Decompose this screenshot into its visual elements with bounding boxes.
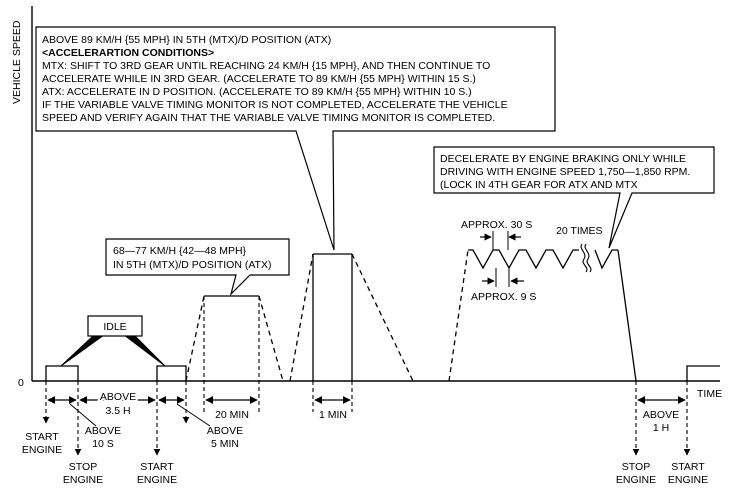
above-3-5h-label-1: ABOVE xyxy=(100,391,136,403)
repeat-accel-line xyxy=(448,249,469,382)
idle-segment-3 xyxy=(686,365,720,381)
twenty-times-label: 20 TIMES xyxy=(556,225,603,237)
stop-engine-2-line-1: STOP xyxy=(622,461,650,473)
above-5min-label-2: 5 MIN xyxy=(211,438,239,450)
repeat-zigzag-end xyxy=(594,249,618,270)
idle-segment-1 xyxy=(45,365,79,381)
above-1h-label-2: 1 H xyxy=(653,422,669,434)
idle-callout-wedges xyxy=(60,334,166,367)
y-axis-label: VEHICLE SPEED xyxy=(11,20,23,104)
start-engine-2-line-1: START xyxy=(140,461,174,473)
axes xyxy=(31,6,720,382)
duration-labels: ABOVE 3.5 H 20 MIN 1 MIN ABOVE 1 H ABOVE… xyxy=(85,389,679,450)
start-engine-1-line-2: ENGINE xyxy=(22,444,62,456)
stop-engine-1-line-2: ENGINE xyxy=(63,474,103,486)
high-accel-line xyxy=(289,253,314,382)
above-1h-label-1: ABOVE xyxy=(643,409,679,421)
mid-accel-line xyxy=(185,295,205,382)
top-callout-line-3: MTX: SHIFT TO 3RD GEAR UNTIL REACHING 24… xyxy=(42,60,490,72)
top-callout-box xyxy=(35,26,556,251)
x-axis-label: TIME xyxy=(697,388,722,400)
idle-callout-box xyxy=(87,315,143,337)
top-callout-line-4: ACCELERATE WHILE IN 3RD GEAR. (ACCELERAT… xyxy=(42,73,476,85)
leader-lines xyxy=(69,403,211,427)
cycle-annotations: APPROX. 30 S APPROX. 9 S 20 TIMES xyxy=(461,219,603,303)
decel-callout-line-3: (LOCK IN 4TH GEAR FOR ATX AND MTX xyxy=(440,179,638,191)
decel-callout: DECELERATE BY ENGINE BRAKING ONLY WHILE … xyxy=(433,146,715,249)
decel-callout-line-1: DECELERATE BY ENGINE BRAKING ONLY WHILE xyxy=(440,153,686,165)
high-decel-line xyxy=(351,253,414,382)
event-labels: START ENGINE STOP ENGINE START ENGINE ST… xyxy=(22,431,708,486)
stop-engine-2-line-2: ENGINE xyxy=(616,474,656,486)
mid-callout-line-1: 68—77 KM/H {42—48 MPH} xyxy=(113,245,247,257)
top-callout-line-2: <ACCELERARTION CONDITIONS> xyxy=(42,47,214,59)
break-mark xyxy=(580,243,592,273)
decel-callout-box xyxy=(433,146,715,249)
top-callout-line-1: ABOVE 89 KM/H {55 MPH} IN 5TH (MTX)/D PO… xyxy=(42,34,331,46)
repeat-decel-line xyxy=(617,249,637,382)
mid-decel-line xyxy=(258,295,284,382)
idle-callout: IDLE xyxy=(60,315,166,367)
above-10s-label-2: 10 S xyxy=(92,438,114,450)
top-callout: ABOVE 89 KM/H {55 MPH} IN 5TH (MTX)/D PO… xyxy=(35,26,556,251)
speed-profile xyxy=(45,249,720,382)
approx-9-label: APPROX. 9 S xyxy=(471,291,536,303)
above-5min-label-1: ABOVE xyxy=(207,425,243,437)
decel-callout-line-2: DRIVING WITH ENGINE SPEED 1,750—1,850 RP… xyxy=(440,166,690,178)
approx-30-label: APPROX. 30 S xyxy=(461,219,532,231)
one-min-label: 1 MIN xyxy=(319,409,347,421)
above-10s-label-1: ABOVE xyxy=(85,425,121,437)
start-engine-1-line-1: START xyxy=(25,431,59,443)
above-3-5h-label-2: 3.5 H xyxy=(105,405,130,417)
repeat-zigzag xyxy=(468,249,579,270)
mid-callout: 68—77 KM/H {42—48 MPH} IN 5TH (MTX)/D PO… xyxy=(105,238,290,296)
twenty-min-label: 20 MIN xyxy=(215,409,249,421)
mid-callout-line-2: IN 5TH (MTX)/D POSITION (ATX) xyxy=(113,259,271,271)
top-callout-line-6: IF THE VARIABLE VALVE TIMING MONITOR IS … xyxy=(42,99,508,111)
event-drop-lines xyxy=(42,296,691,456)
idle-label: IDLE xyxy=(103,321,126,333)
top-callout-line-5: ATX: ACCELERATE IN D POSITION. (ACCELERA… xyxy=(42,86,472,98)
idle-segment-2 xyxy=(156,365,187,381)
start-engine-3-line-2: ENGINE xyxy=(668,474,708,486)
origin-label: 0 xyxy=(18,377,24,389)
top-callout-line-7: SPEED AND VERIFY AGAIN THAT THE VARIABLE… xyxy=(42,112,495,124)
stop-engine-1-line-1: STOP xyxy=(69,461,97,473)
start-engine-3-line-1: START xyxy=(671,461,705,473)
start-engine-2-line-2: ENGINE xyxy=(137,474,177,486)
mid-callout-box xyxy=(105,238,290,296)
